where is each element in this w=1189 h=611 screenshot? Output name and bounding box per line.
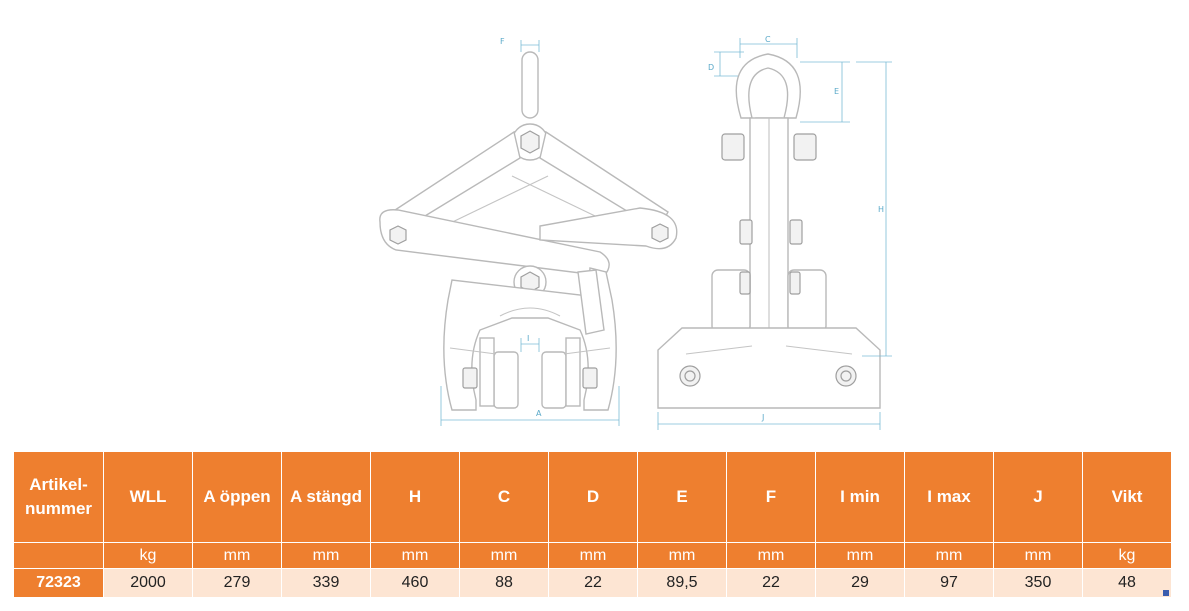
header-h: H (370, 451, 460, 543)
value-cell: 89,5 (637, 568, 727, 598)
header-article-number: Artikel- nummer (13, 451, 104, 543)
value-cell: 22 (726, 568, 816, 598)
unit-cell: mm (904, 542, 994, 569)
unit-cell: mm (993, 542, 1083, 569)
dimension-label-c: C (765, 35, 771, 44)
header-i-max: I max (904, 451, 994, 543)
unit-cell: mm (726, 542, 816, 569)
value-cell: 97 (904, 568, 994, 598)
dimension-label-e: E (834, 87, 839, 96)
dimension-label-d: D (708, 63, 714, 72)
value-cell: 460 (370, 568, 460, 598)
dimension-label-a: A (536, 409, 542, 418)
value-cell: 2000 (103, 568, 193, 598)
clamp-technical-drawing: F I (379, 35, 892, 430)
side-view: C D E (657, 35, 892, 430)
value-cell: 48 (1082, 568, 1172, 598)
dimension-label-h: H (878, 205, 884, 214)
header-e: E (637, 451, 727, 543)
unit-cell: mm (281, 542, 371, 569)
unit-cell: mm (459, 542, 549, 569)
value-cell: 279 (192, 568, 282, 598)
unit-cell: mm (192, 542, 282, 569)
value-cell: 88 (459, 568, 549, 598)
table-units-row: kg mm mm mm mm mm mm mm mm mm mm kg (13, 542, 1172, 569)
unit-cell: kg (103, 542, 193, 569)
header-c: C (459, 451, 549, 543)
table-header-row: Artikel- nummer WLL A öppen A stängd H C… (13, 451, 1172, 543)
dimension-label-i: I (527, 334, 529, 343)
unit-cell: mm (370, 542, 460, 569)
article-number-cell: 72323 (13, 568, 104, 598)
header-weight: Vikt (1082, 451, 1172, 543)
header-f: F (726, 451, 816, 543)
unit-cell: mm (815, 542, 905, 569)
front-view: F I (379, 37, 678, 426)
unit-cell (13, 542, 104, 569)
header-j: J (993, 451, 1083, 543)
table-row: 72323 2000 279 339 460 88 22 89,5 22 29 … (13, 568, 1172, 598)
corner-marker (1163, 590, 1169, 596)
dimension-label-f: F (500, 37, 505, 46)
unit-cell: kg (1082, 542, 1172, 569)
header-wll: WLL (103, 451, 193, 543)
unit-cell: mm (637, 542, 727, 569)
unit-cell: mm (548, 542, 638, 569)
header-a-closed: A stängd (281, 451, 371, 543)
header-i-min: I min (815, 451, 905, 543)
value-cell: 29 (815, 568, 905, 598)
dimension-label-j: J (761, 413, 764, 422)
header-a-open: A öppen (192, 451, 282, 543)
header-d: D (548, 451, 638, 543)
value-cell: 350 (993, 568, 1083, 598)
value-cell: 22 (548, 568, 638, 598)
value-cell: 339 (281, 568, 371, 598)
specification-table: Artikel- nummer WLL A öppen A stängd H C… (13, 451, 1172, 598)
